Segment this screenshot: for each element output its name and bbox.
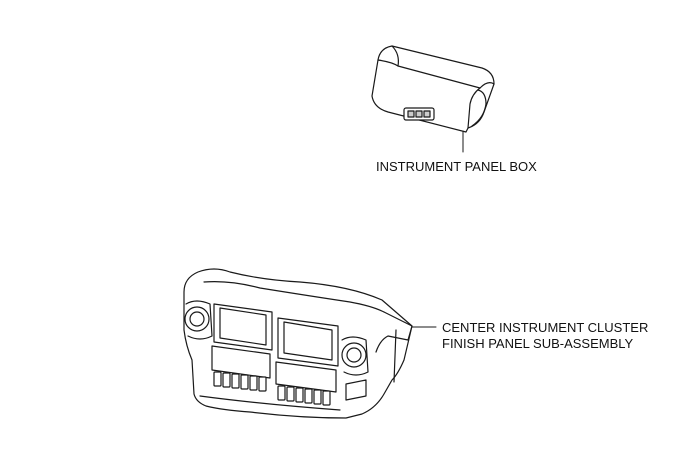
panel-box-label: INSTRUMENT PANEL BOX [376, 159, 537, 174]
right-button [313, 389, 322, 405]
left-vent-housing [185, 300, 213, 340]
cluster-label-line2: FINISH PANEL SUB-ASSEMBLY [442, 336, 634, 351]
right-display-screen [283, 321, 333, 361]
box-front-edge [377, 59, 399, 67]
box-side-rib [467, 87, 481, 129]
box-opening [479, 82, 495, 89]
left-display-screen [219, 307, 267, 346]
left-vent-outer [184, 306, 210, 332]
left-display-frame [213, 303, 273, 351]
right-vent-inner [346, 347, 362, 363]
left-button [222, 372, 231, 388]
instrument-panel-box-drawing [371, 45, 495, 153]
left-button-row [213, 371, 267, 392]
cluster-finish-panel-drawing [183, 268, 437, 419]
box-latch-slot-3 [423, 110, 431, 118]
right-vent-outer [341, 342, 367, 368]
box-latch-slot-1 [407, 110, 415, 118]
right-lower-panel [275, 361, 337, 393]
box-opening-inner [471, 89, 487, 127]
right-button [304, 388, 313, 404]
right-vent-housing [341, 336, 369, 376]
cluster-bottom-trim [199, 395, 341, 411]
left-button [231, 373, 240, 389]
cluster-top-rim [203, 281, 385, 313]
left-button [249, 375, 258, 391]
left-lower-panel [211, 345, 271, 379]
left-button [258, 376, 267, 392]
right-button [322, 390, 331, 406]
cluster-label-line1: CENTER INSTRUMENT CLUSTER [442, 320, 649, 335]
right-button [277, 385, 286, 401]
right-button [295, 387, 304, 403]
right-button-row [277, 385, 331, 406]
cluster-right-wing-edge [393, 329, 397, 383]
left-vent-inner [189, 311, 205, 327]
cluster-right-wing [375, 311, 413, 353]
right-lower-vent [345, 379, 367, 401]
right-button [286, 386, 295, 402]
left-button [240, 374, 249, 390]
left-button [213, 371, 222, 387]
right-display-frame [277, 317, 339, 367]
box-latch-slot-2 [415, 110, 423, 118]
